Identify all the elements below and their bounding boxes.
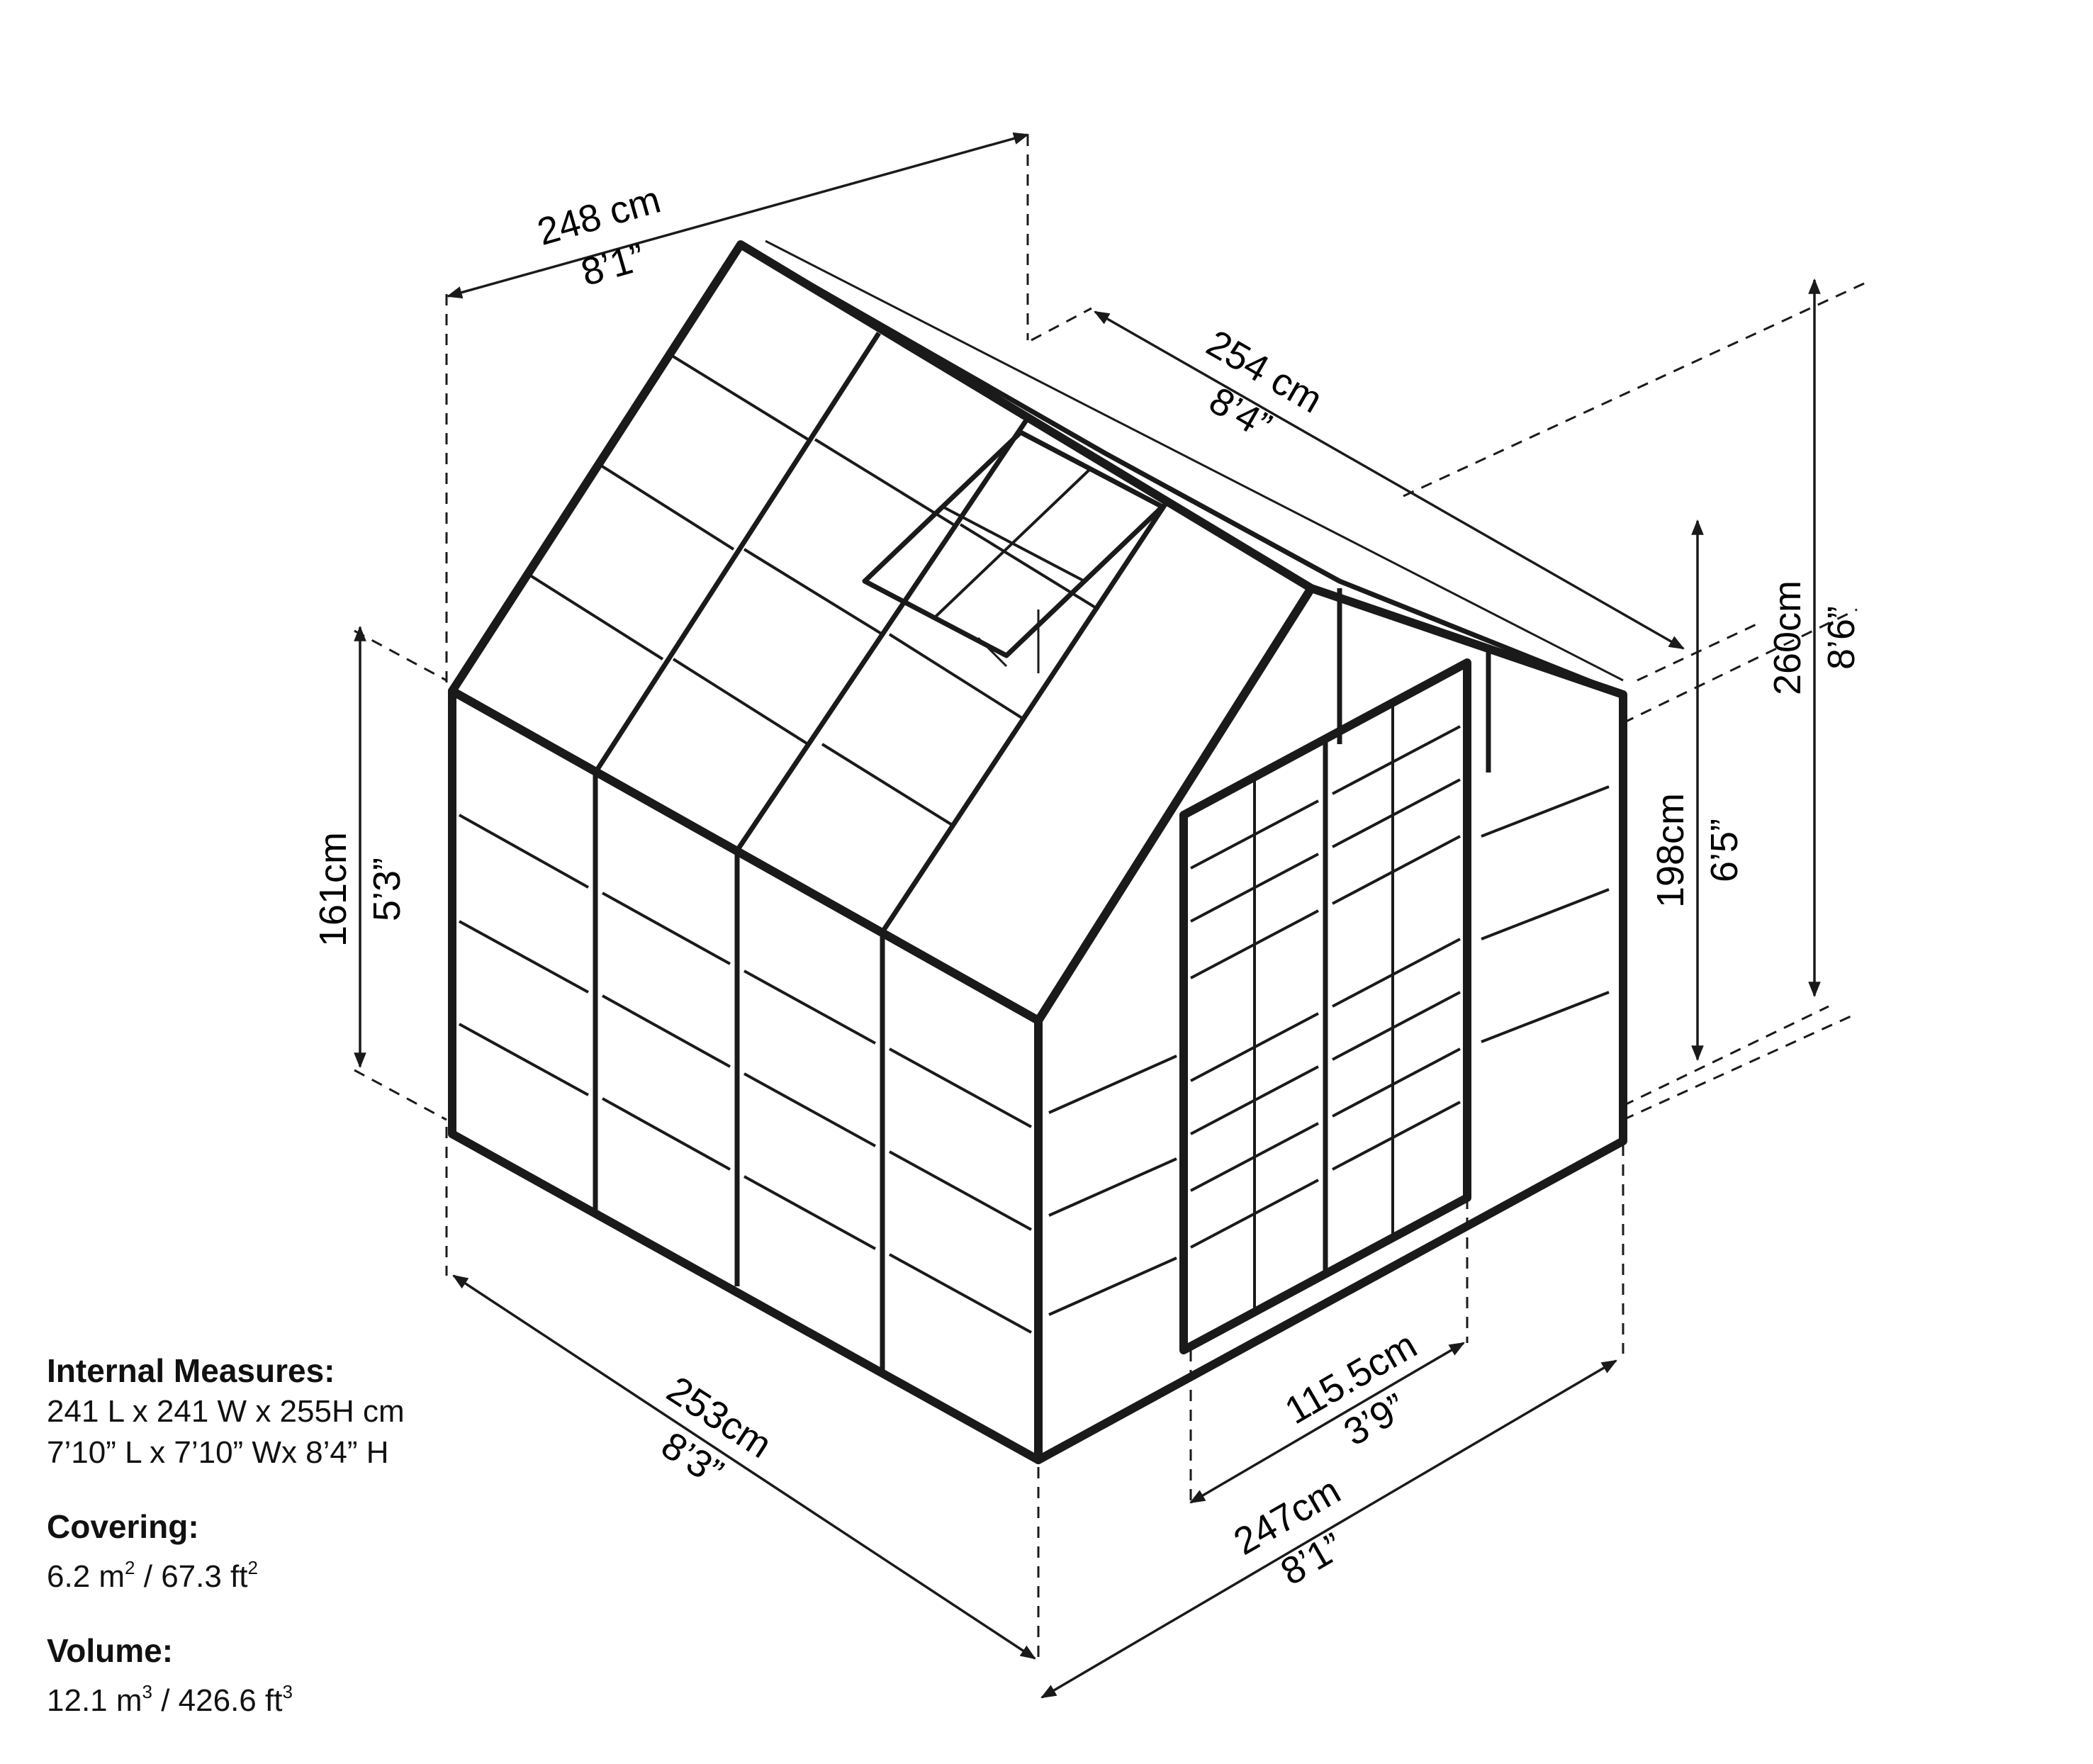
volume-imperial-value: / 426.6 ft	[152, 1683, 283, 1718]
left-wall	[448, 687, 1043, 1464]
covering-metric-value: 6.2 m	[47, 1559, 125, 1594]
total-height-imperial: 8’6”	[1820, 606, 1863, 670]
volume-metric-exponent: 3	[142, 1681, 152, 1702]
covering-imperial-value: / 67.3 ft	[135, 1559, 248, 1594]
specs-panel: Internal Measures: 241 L x 241 W x 255H …	[47, 1350, 543, 1754]
covering-value: 6.2 m2 / 67.3 ft2	[47, 1547, 543, 1597]
side-height-imperial: 6’5”	[1703, 819, 1746, 882]
extension-lines	[354, 135, 1865, 1662]
roof-right	[739, 240, 1625, 697]
internal-measures: Internal Measures: 241 L x 241 W x 255H …	[47, 1350, 543, 1473]
covering: Covering: 6.2 m2 / 67.3 ft2	[47, 1506, 543, 1597]
internal-measures-imperial: 7’10” L x 7’10” Wx 8’4” H	[47, 1435, 389, 1470]
front-gable-wall	[1034, 584, 1627, 1464]
side-height-metric: 198cm	[1649, 793, 1692, 908]
volume-heading: Volume:	[47, 1632, 174, 1669]
wall-height-imperial: 5’3”	[366, 858, 408, 921]
volume-value: 12.1 m3 / 426.6 ft3	[47, 1671, 543, 1721]
volume: Volume: 12.1 m3 / 426.6 ft3	[47, 1630, 543, 1721]
covering-imperial-exponent: 2	[247, 1557, 258, 1578]
wall-height-metric: 161cm	[312, 832, 354, 947]
dimension-lines	[354, 132, 1821, 1699]
internal-measures-heading: Internal Measures:	[47, 1352, 335, 1389]
roof-width-imperial: 8’1”	[576, 236, 649, 294]
greenhouse	[448, 240, 1627, 1464]
volume-imperial-exponent: 3	[282, 1681, 293, 1702]
volume-metric-value: 12.1 m	[47, 1683, 142, 1718]
total-height-metric: 260cm	[1766, 580, 1809, 695]
covering-heading: Covering:	[47, 1508, 199, 1545]
covering-metric-exponent: 2	[125, 1557, 135, 1578]
internal-measures-metric: 241 L x 241 W x 255H cm	[47, 1394, 405, 1429]
